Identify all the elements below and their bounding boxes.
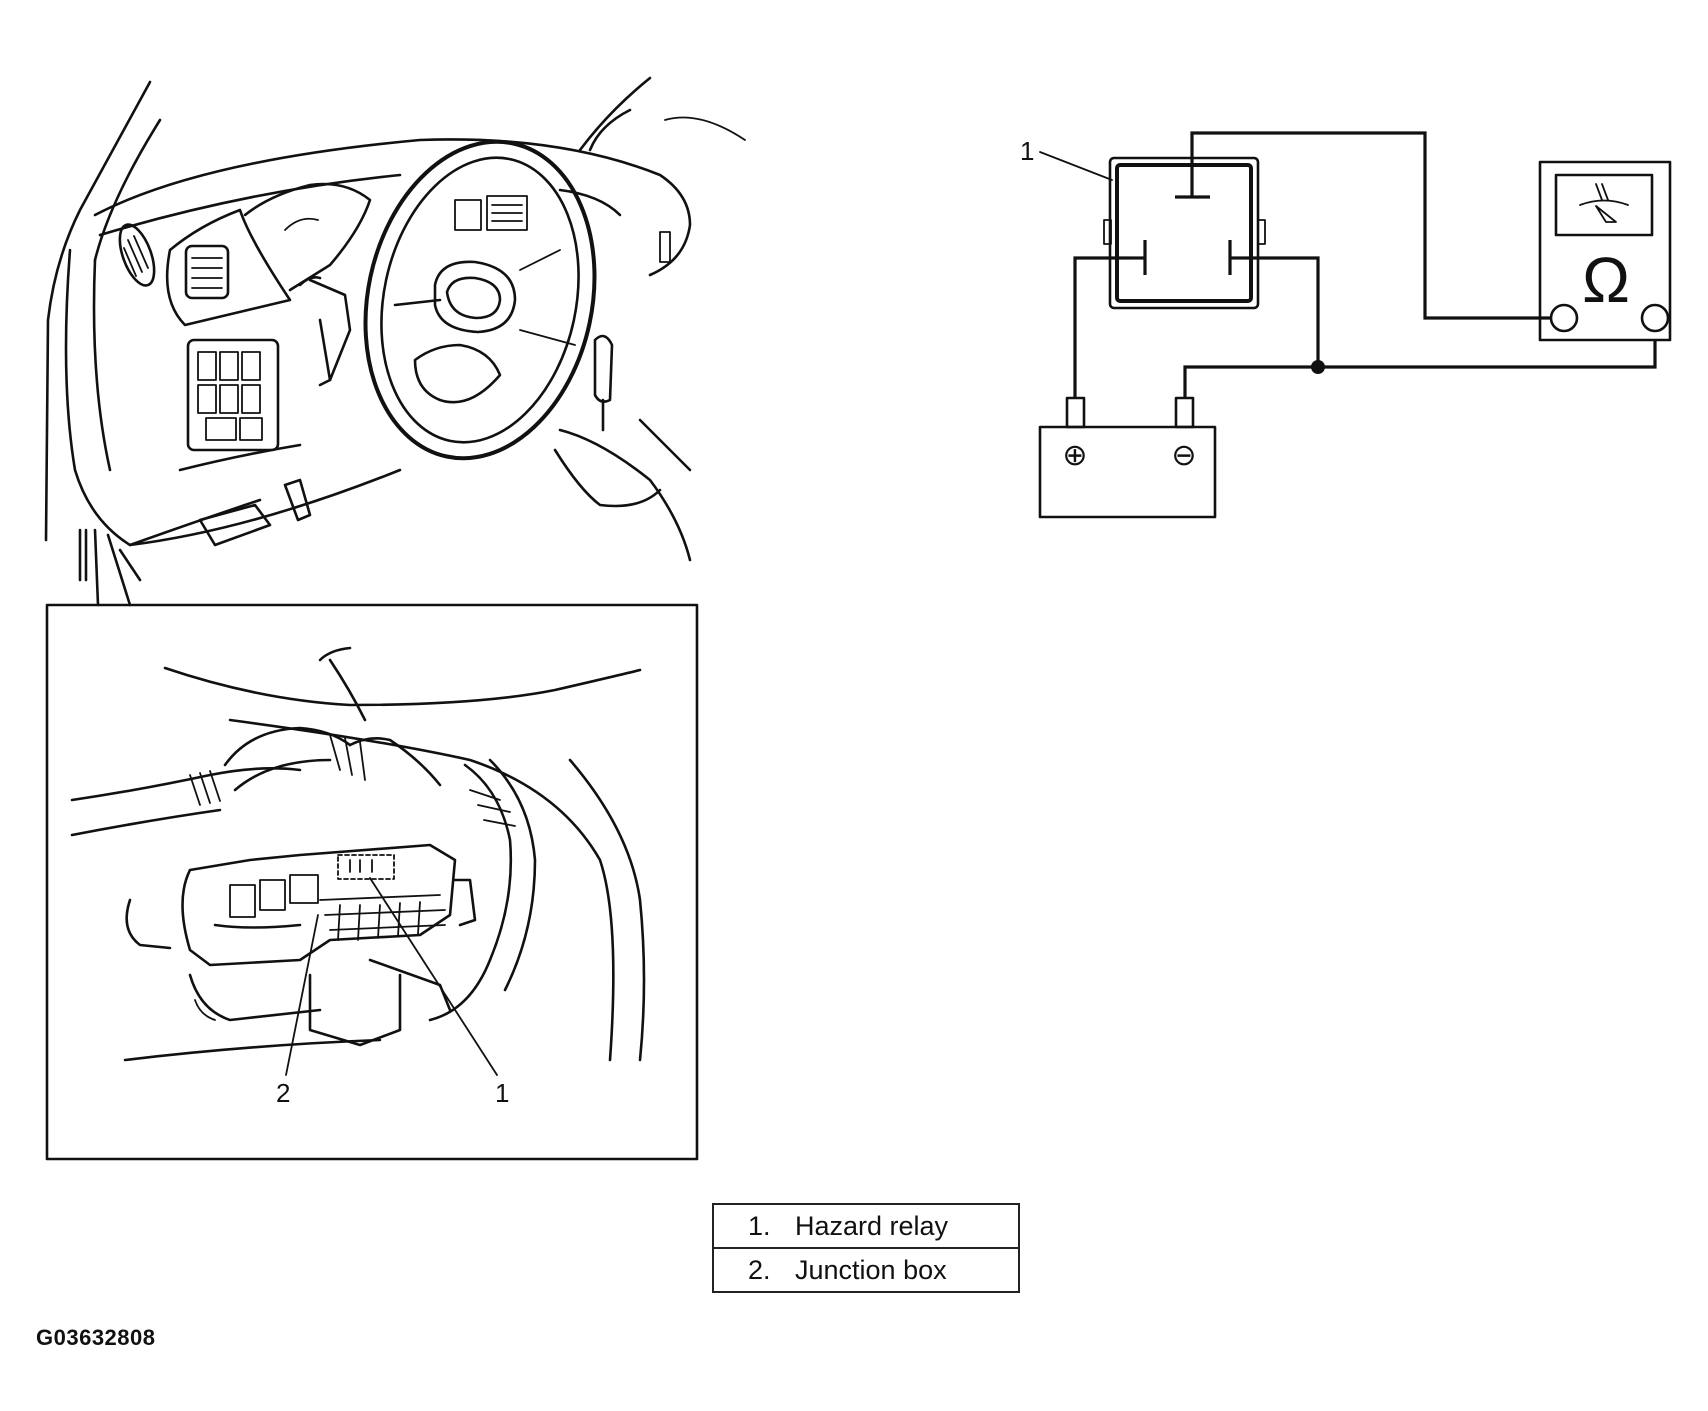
- legend-row: 2. Junction box: [712, 1247, 1020, 1293]
- battery-symbol: ⊕ ⊖: [1038, 396, 1217, 519]
- legend-label: Junction box: [795, 1254, 947, 1285]
- meter-terminal-right: [1640, 303, 1670, 333]
- battery-positive-terminal: ⊕: [1062, 439, 1087, 472]
- relay-symbol: [1103, 156, 1266, 310]
- figure-code: G03632808: [36, 1325, 156, 1350]
- battery-negative-terminal: ⊖: [1171, 439, 1196, 472]
- legend-number: 2.: [748, 1254, 771, 1285]
- wire-junction-dot: [1311, 360, 1325, 374]
- legend-label: Hazard relay: [795, 1210, 949, 1241]
- legend-table: 1. Hazard relay 2. Junction box: [712, 1203, 1020, 1293]
- meter-terminal-left: [1549, 303, 1579, 333]
- legend-row: 1. Hazard relay: [712, 1203, 1020, 1249]
- dashboard-illustration: [44, 76, 746, 607]
- relay-callout: 1: [1020, 136, 1034, 166]
- junction-box-inset: 2 1: [45, 603, 699, 1161]
- relay-test-circuit: 1 ⊕ ⊖ Ω: [1020, 131, 1672, 519]
- ohm-symbol: Ω: [1582, 244, 1630, 316]
- junction-box-callout: 2: [276, 1078, 290, 1108]
- ohmmeter-symbol: Ω: [1538, 160, 1672, 342]
- hazard-relay-callout: 1: [495, 1078, 509, 1108]
- legend-number: 1.: [748, 1210, 771, 1241]
